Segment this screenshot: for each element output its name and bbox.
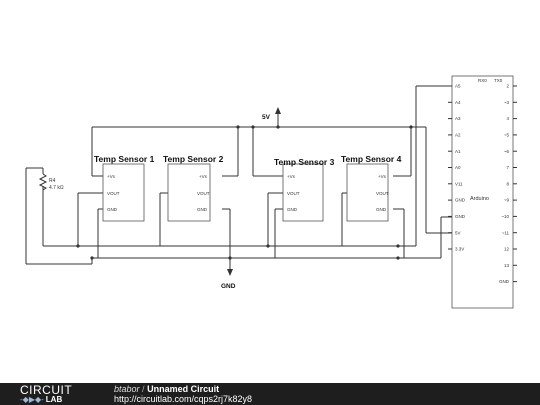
arduino-right-pin-label: 8 — [506, 181, 509, 186]
username-link[interactable]: btabor — [114, 384, 140, 394]
sensor-pin-vs: +Vs — [107, 174, 116, 179]
logo-subline: -◆▶◆-LAB — [20, 395, 62, 404]
sensor-pin-vout: VOUT — [107, 191, 120, 196]
sensor-pin-vs: +Vs — [287, 174, 296, 179]
sensor-pin-gnd: GND — [287, 207, 298, 212]
sensor-title: Temp Sensor 1 — [94, 154, 155, 164]
arduino-right-pin-label: 12 — [504, 247, 510, 252]
resistor-value: 4.7 kΩ — [49, 185, 64, 191]
arduino-right-pin-label: ~3 — [504, 100, 510, 105]
arduino-left-pin-label: GND — [455, 214, 466, 219]
temp-sensor-3: Temp Sensor 3 +Vs VOUT GND — [274, 157, 335, 222]
logo-lab: LAB — [45, 395, 63, 404]
sensor-pin-vout: VOUT — [376, 191, 389, 196]
arduino-left-pin-label: GND — [455, 198, 466, 203]
sensor-pin-vs: +Vs — [199, 174, 208, 179]
arduino-name: Arduino — [470, 196, 489, 202]
arduino-left-pin-label: A2 — [455, 133, 461, 138]
arduino-right-pin-label: ~11 — [502, 230, 510, 235]
arduino-left-pin-label: A3 — [455, 116, 461, 121]
temp-sensor-1: Temp Sensor 1 +Vs VOUT GND — [94, 154, 155, 222]
resistor-ref: R4 — [49, 178, 56, 184]
power-rail-5v — [91, 107, 452, 234]
sensor-pin-vs: +Vs — [378, 174, 387, 179]
arduino-left-pin-label: A1 — [455, 149, 461, 154]
sensor-pin-vout: VOUT — [197, 191, 210, 196]
circuit-schematic: 5V GND — [25, 75, 517, 309]
ground-label: GND — [221, 283, 236, 290]
sensor-title: Temp Sensor 2 — [163, 154, 224, 164]
circuit-url[interactable]: http://circuitlab.com/cqps2rj7k82y8 — [114, 394, 253, 404]
sensor-pin-gnd: GND — [107, 207, 118, 212]
arduino-right-pin-label: 13 — [504, 263, 510, 268]
circuit-owner-title: btabor / Unnamed Circuit — [114, 384, 219, 395]
arduino-right-pin-label: 7 — [506, 165, 509, 170]
sensor-pin-vout: VOUT — [287, 191, 300, 196]
arduino-right-pin-label: ~10 — [501, 214, 509, 219]
arduino-left-pin-label: A0 — [455, 165, 461, 170]
arduino-left-pin-label: 5V — [455, 230, 461, 235]
sensor-pin-gnd: GND — [376, 207, 387, 212]
arduino-right-pin-label: ~6 — [504, 149, 510, 154]
power-label: 5V — [262, 114, 271, 121]
arduino-right-pin-label: ~9 — [504, 198, 510, 203]
arduino-right-pin-label: 4 — [506, 116, 509, 121]
arduino-left-pin-label: 3.3V — [455, 247, 464, 252]
sensor-pin-gnd: GND — [197, 207, 208, 212]
arduino-right-pin-label: ~5 — [504, 133, 510, 138]
arduino-left-pin-label: V11 — [455, 181, 463, 186]
arduino-left-pin-label: A4 — [455, 100, 461, 105]
arduino-top-pin-label: TX0 — [494, 78, 503, 83]
arduino-right-pin-label: GND — [499, 279, 510, 284]
logo-wordmark: CIRCUIT — [20, 383, 73, 397]
resistor-icon: -◆▶◆- — [20, 395, 44, 404]
arduino-left-pin-label: A5 — [455, 84, 461, 89]
arduino-right-pin-label: 2 — [506, 84, 509, 89]
temp-sensor-2: Temp Sensor 2 +Vs VOUT GND — [163, 154, 224, 222]
ground-bus — [25, 167, 452, 276]
sensor-title: Temp Sensor 4 — [341, 154, 402, 164]
circuit-name: Unnamed Circuit — [147, 384, 220, 394]
temp-sensor-4: Temp Sensor 4 +Vs VOUT GND — [341, 154, 402, 222]
circuitlab-logo[interactable]: CIRCUIT -◆▶◆-LAB — [20, 384, 96, 404]
junction-dots — [76, 125, 413, 260]
resistor-r4 — [38, 168, 48, 191]
path-separator: / — [142, 384, 145, 394]
footer-bar: CIRCUIT -◆▶◆-LAB btabor / Unnamed Circui… — [0, 383, 540, 405]
arduino-top-pin-label: RX0 — [478, 78, 487, 83]
sensor-title: Temp Sensor 3 — [274, 157, 335, 167]
